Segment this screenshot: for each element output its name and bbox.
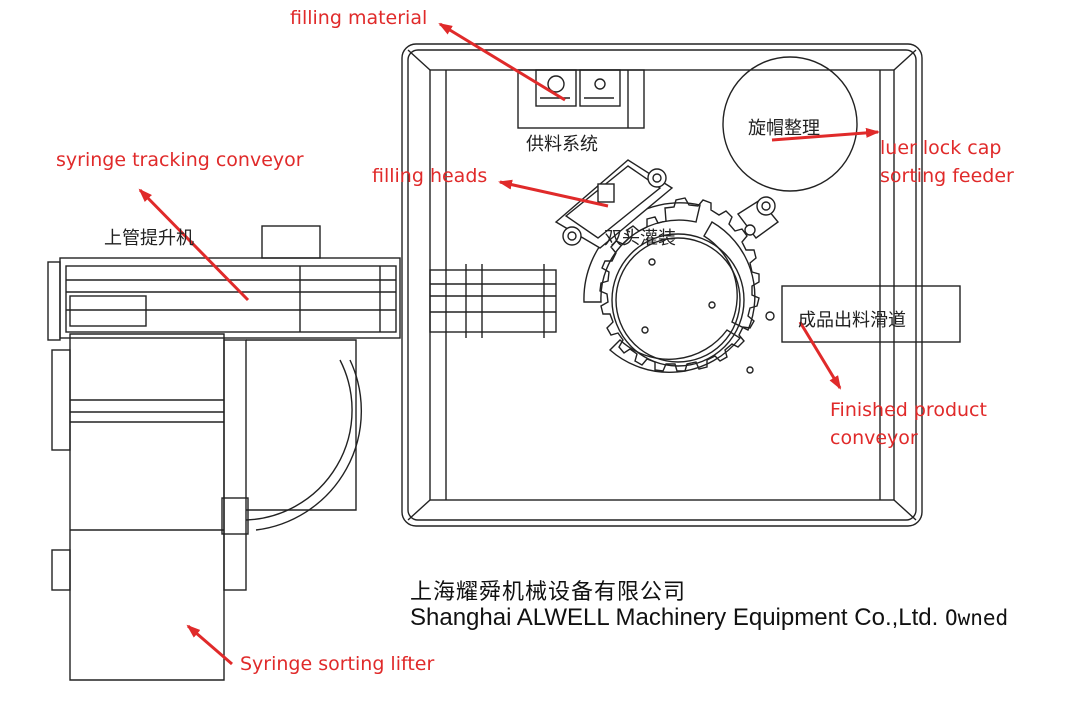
arrow-finished-conveyor [798,321,842,390]
label-output-chute: 成品出料滑道 [798,310,906,331]
tracking-conveyor [47,225,557,341]
arrow-luer-cap [771,127,880,142]
main-frame [401,43,923,527]
output-chute [781,285,961,343]
arrow-filling-material [438,22,566,102]
filling-heads-unit [554,159,674,249]
label-cap-sorting: 旋帽整理 [748,118,820,139]
arrow-tracking-conveyor [138,188,250,302]
label-finished-line2: conveyor [830,427,918,449]
label-luer-lock-line2: sorting feeder [880,165,1014,187]
filling-turntable [583,197,775,374]
syringe-lifter [51,295,363,681]
label-luer-lock-line1: luer lock cap [880,137,1002,159]
arrow-sorting-lifter [186,624,233,666]
label-syringe-tracking-conveyor: syringe tracking conveyor [56,149,304,171]
label-dual-filling: 双头灌装 [604,228,676,249]
label-tube-lifter: 上管提升机 [104,228,194,249]
label-finished-line1: Finished product [830,399,987,421]
label-filling-heads: filling heads [372,165,488,187]
label-filling-material: filling material [290,7,428,29]
company-name-en-text: Shanghai ALWELL Machinery Equipment Co.,… [410,604,939,631]
feeding-system [517,69,645,129]
label-syringe-sorting-lifter: Syringe sorting lifter [240,653,435,675]
company-name-cn: 上海耀舜机械设备有限公司 [410,580,687,605]
arrow-filling-heads [498,179,609,208]
company-name-en: Shanghai ALWELL Machinery Equipment Co.,… [410,604,1008,632]
company-owned: Owned [944,606,1009,630]
label-feeding-system: 供料系统 [526,134,598,155]
cap-sorting-bowl [722,56,858,192]
cap-feeder-head [736,196,780,239]
